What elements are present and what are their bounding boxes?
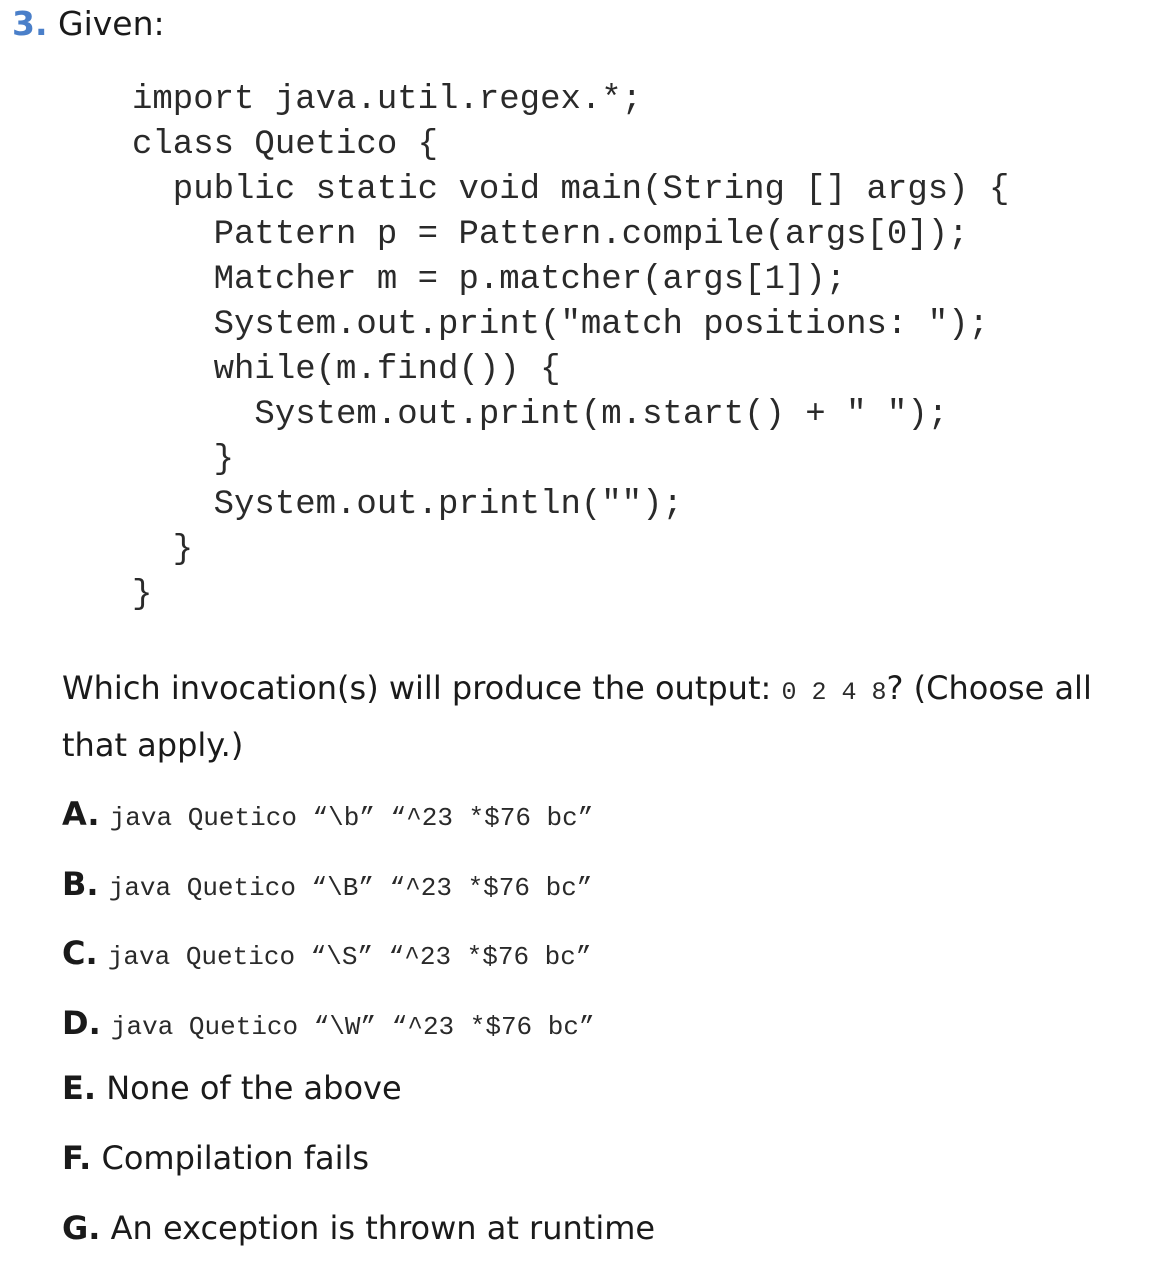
question-prefix: Which invocation(s) will produce the out… [62,669,782,707]
option-code: java Quetico “\b” “^23 *$76 bc” [109,803,594,833]
question-number: 3. [12,4,48,43]
code-line: Matcher m = p.matcher(args[1]); [132,261,847,299]
question-header: 3. Given: [12,2,165,46]
option-c[interactable]: C. java Quetico “\S” “^23 *$76 bc” [62,931,592,979]
code-line: System.out.println(""); [132,486,683,524]
code-line: class Quetico { [132,126,439,164]
code-line: public static void main(String [] args) … [132,171,1010,209]
option-a[interactable]: A. java Quetico “\b” “^23 *$76 bc” [62,792,593,840]
code-line: import java.util.regex.*; [132,81,643,119]
code-line: } [132,441,235,479]
option-e[interactable]: E. None of the above [62,1066,402,1110]
expected-output: 0 2 4 8 [781,678,887,707]
option-letter: E. [62,1069,97,1107]
option-letter: F. [62,1139,92,1177]
option-f[interactable]: F. Compilation fails [62,1136,369,1180]
option-letter: G. [62,1209,101,1247]
code-line: System.out.print(m.start() + " "); [132,396,949,434]
code-line: } [132,531,194,569]
option-d[interactable]: D. java Quetico “\W” “^23 *$76 bc” [62,1001,595,1049]
option-code: java Quetico “\W” “^23 *$76 bc” [110,1012,595,1042]
code-line: } [132,576,153,614]
code-block: import java.util.regex.*; class Quetico … [132,78,1009,618]
code-line: System.out.print("match positions: "); [132,306,989,344]
option-text: None of the above [106,1069,402,1107]
question-label: Given: [58,4,165,43]
option-g[interactable]: G. An exception is thrown at runtime [62,1206,655,1250]
option-text: An exception is thrown at runtime [110,1209,656,1247]
code-line: while(m.find()) { [132,351,561,389]
option-b[interactable]: B. java Quetico “\B” “^23 *$76 bc” [62,862,592,910]
option-letter: A. [62,795,100,833]
question-text: Which invocation(s) will produce the out… [62,662,1122,772]
option-letter: C. [62,934,98,972]
option-text: Compilation fails [101,1139,370,1177]
question-suffix: ? (Choose all that apply.) [62,669,1092,764]
option-code: java Quetico “\B” “^23 *$76 bc” [108,873,593,903]
option-code: java Quetico “\S” “^23 *$76 bc” [107,942,592,972]
code-line: Pattern p = Pattern.compile(args[0]); [132,216,969,254]
option-letter: B. [62,865,99,903]
option-letter: D. [62,1004,101,1042]
